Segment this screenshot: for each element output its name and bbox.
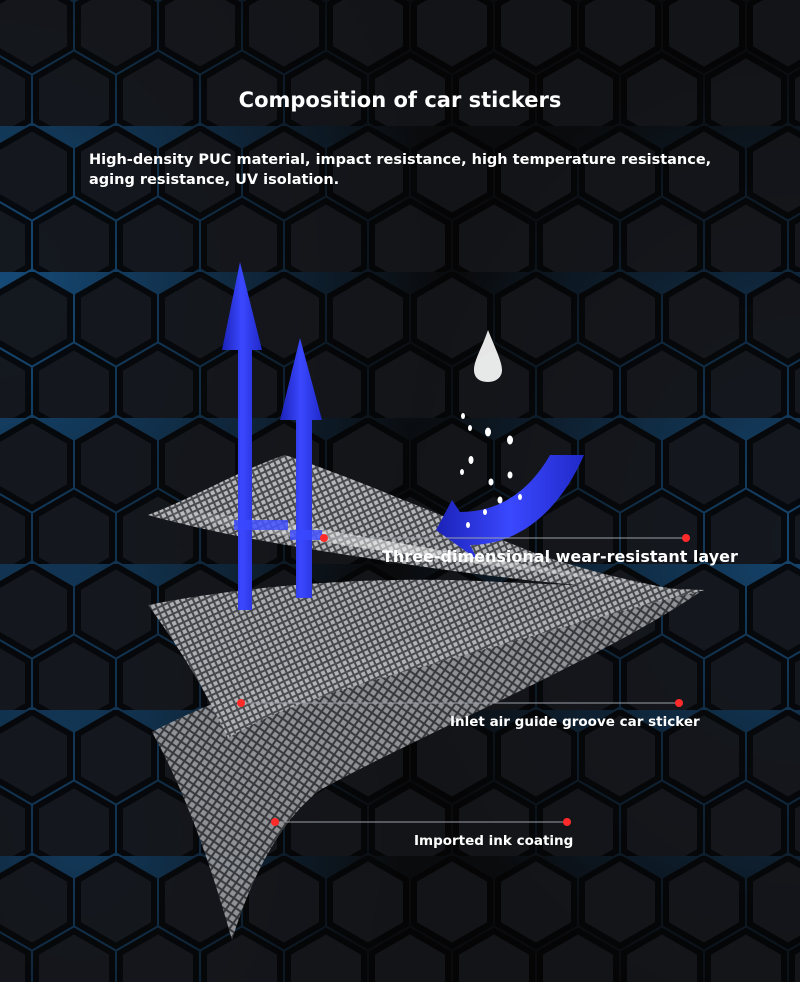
wear-resistant-sheet [148,455,690,592]
callout-air-guide-groove: Inlet air guide groove car sticker [450,714,700,730]
water-droplets [460,330,522,528]
air-guide-sheet [148,579,705,738]
callout-ink-coating: Imported ink coating [414,833,574,849]
page-subtitle: High-density PUC material, impact resist… [89,152,712,188]
callout-lines [237,534,690,826]
page-title: Composition of car stickers [238,88,562,112]
breathable-arrows [222,262,322,610]
callout-wear-resistant-layer: Three-dimensional wear-resistant layer [382,547,738,566]
water-repel-arrow [436,455,584,560]
